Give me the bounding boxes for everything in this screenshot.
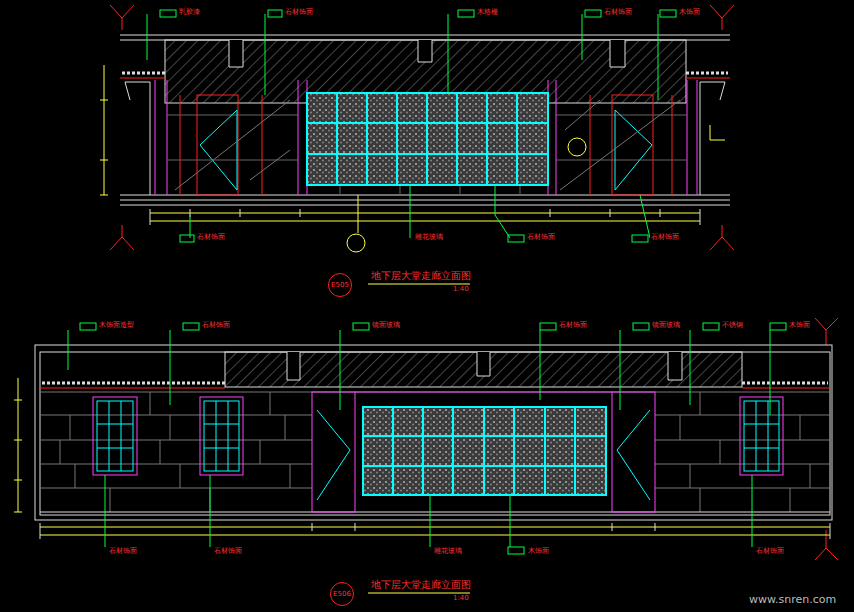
callout-label: 石材饰面: [284, 9, 314, 17]
callout-label: 木饰面: [678, 9, 701, 17]
drawing-title: 地下层大堂走廊立面图: [370, 579, 472, 590]
scale-note: 1:40: [452, 595, 470, 603]
callout-label: 石材饰面: [108, 548, 138, 556]
callout-label: 石材饰面: [650, 234, 680, 242]
callout-label: 镜面玻璃: [371, 322, 401, 330]
callout-label: 石材饰面: [213, 548, 243, 556]
section-circle: E505: [328, 273, 352, 297]
callout-label: 不锈钢: [721, 322, 744, 330]
section-circle: E506: [330, 582, 354, 606]
callout-label: 石材饰面: [603, 9, 633, 17]
callout-label: 石材饰面: [201, 322, 231, 330]
callout-label: 雕花玻璃: [433, 548, 463, 556]
callout-label: 木饰面造型: [98, 322, 135, 330]
callout-label: 木格栅: [476, 9, 499, 17]
callout-label: 木饰面: [788, 322, 811, 330]
callout-label: 镜面玻璃: [651, 322, 681, 330]
section-number: E506: [333, 590, 351, 598]
watermark: www.snren.com: [748, 594, 837, 606]
callout-label: 木饰面: [527, 548, 550, 556]
callout-label: 乳胶漆: [178, 9, 201, 17]
callout-label: 石材饰面: [558, 322, 588, 330]
callout-label: 石材饰面: [526, 234, 556, 242]
callout-label: 石材饰面: [755, 548, 785, 556]
scale-note: 1:40: [452, 286, 470, 294]
section-number: E505: [331, 281, 349, 289]
drawing-title: 地下层大堂走廊立面图: [370, 270, 472, 281]
callout-label: 雕花玻璃: [414, 234, 444, 242]
callout-label: 石材饰面: [196, 234, 226, 242]
